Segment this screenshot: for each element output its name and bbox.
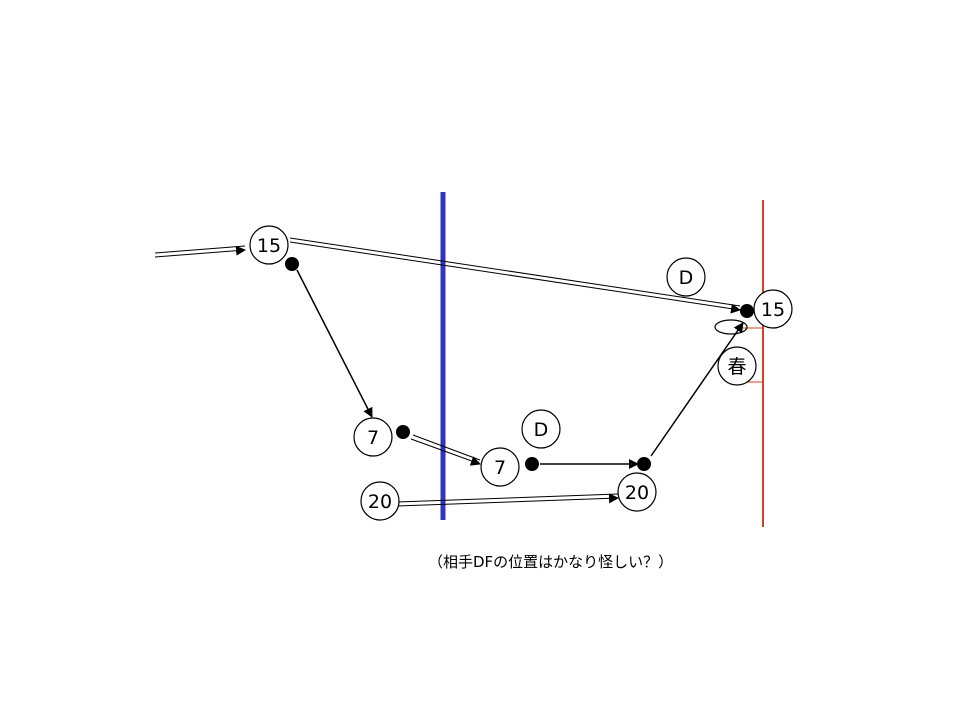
svg-text:20: 20: [625, 482, 649, 504]
svg-text:7: 7: [494, 457, 506, 479]
loop-ellipse: [714, 319, 748, 335]
player-20-b: 20: [617, 472, 657, 512]
ball-dot: [637, 457, 651, 471]
svg-text:D: D: [534, 419, 549, 441]
player-7-b: 7: [480, 447, 520, 487]
player-15-end: 15: [753, 289, 793, 329]
diagram-caption: （相手DFの位置はかなり怪しい？）: [428, 553, 674, 571]
player-7-a: 7: [353, 417, 393, 457]
player-spring: 春: [717, 346, 757, 386]
run-arrow-20-to-spring: [650, 322, 744, 457]
ball-dot: [740, 304, 754, 318]
ball-dot: [285, 257, 299, 271]
svg-text:20: 20: [368, 491, 392, 513]
player-20-a: 20: [360, 481, 400, 521]
pass-arrow-entry: [154, 245, 246, 258]
svg-text:7: 7: [367, 427, 379, 449]
pass-arrow-20-to-20: [396, 493, 619, 507]
player-15-start: 15: [249, 225, 289, 265]
defender-d1: D: [666, 257, 706, 297]
defender-d2: D: [521, 409, 561, 449]
svg-text:D: D: [679, 267, 694, 289]
svg-text:春: 春: [727, 356, 746, 378]
ball-dot: [396, 425, 410, 439]
run-arrow-15-to-7: [296, 269, 373, 418]
svg-text:15: 15: [761, 299, 785, 321]
pass-arrow-15-to-15: [289, 237, 741, 314]
pass-arrow-7-to-7: [410, 434, 481, 466]
svg-text:15: 15: [257, 235, 281, 257]
ball-dot: [525, 457, 539, 471]
